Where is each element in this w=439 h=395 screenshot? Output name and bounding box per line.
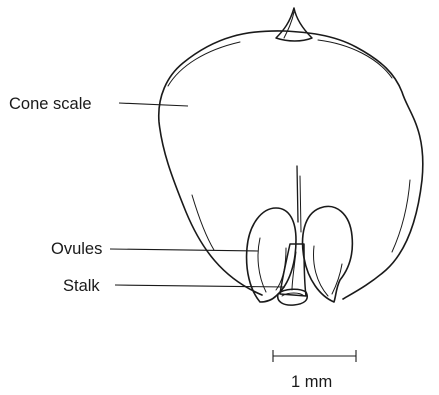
central-ridge-detail	[300, 176, 301, 232]
stalk-leader	[115, 285, 285, 287]
cone-scale-left-detail	[192, 195, 214, 250]
cone-scale-tip-crease	[284, 12, 294, 38]
central-ridge	[297, 166, 298, 222]
cone-scale-label: Cone scale	[9, 95, 92, 113]
stalk-label: Stalk	[63, 277, 100, 295]
stalk-base	[278, 289, 308, 305]
ovule-left	[247, 208, 296, 302]
ovule-right-inner	[314, 246, 328, 296]
ovule-right	[303, 206, 353, 302]
ovule-left-inner	[258, 238, 266, 292]
scale-bar-label: 1 mm	[291, 373, 332, 391]
ovules-leader	[110, 249, 258, 251]
scale-bar: 1 mm	[273, 350, 356, 391]
ovules-label: Ovules	[51, 240, 102, 258]
cone-scale-outline	[159, 31, 423, 299]
cone-scale-leader	[119, 103, 188, 106]
